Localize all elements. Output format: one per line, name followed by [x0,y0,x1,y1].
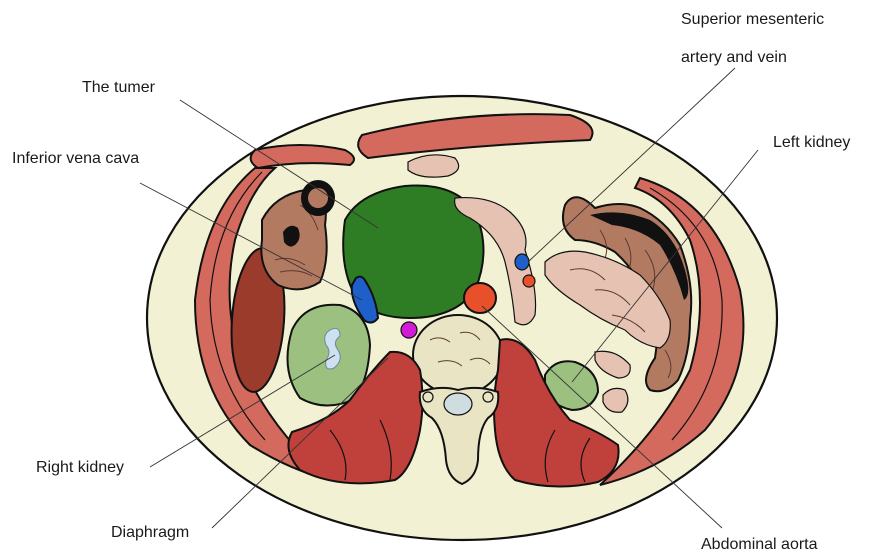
vertebral-process-right [483,392,493,402]
abdominal-aorta [464,283,496,313]
label-left-kidney: Left kidney [773,134,850,151]
label-right-kidney: Right kidney [36,459,124,476]
label-the-tumer: The tumer [82,79,156,96]
superior-mesenteric-artery [523,275,535,287]
magenta-structure [401,322,417,338]
label-diaphragm: Diaphragm [111,524,189,541]
bowel-gas-right-inner [308,188,328,208]
label-inferior-vena-cava: Inferior vena cava [12,150,139,167]
vertebral-process-left [423,392,433,402]
label-superior-mesenteric-line1: Superior mesenteric [681,11,824,28]
spinal-canal [444,393,472,415]
pancreas-fragment-top [408,155,459,177]
vertebral-body [413,315,503,395]
label-superior-mesenteric-line2: artery and vein [681,49,787,66]
bowel-fragment-bottom [603,388,628,412]
superior-mesenteric-vein [515,254,529,270]
label-abdominal-aorta: Abdominal aorta [701,536,818,553]
